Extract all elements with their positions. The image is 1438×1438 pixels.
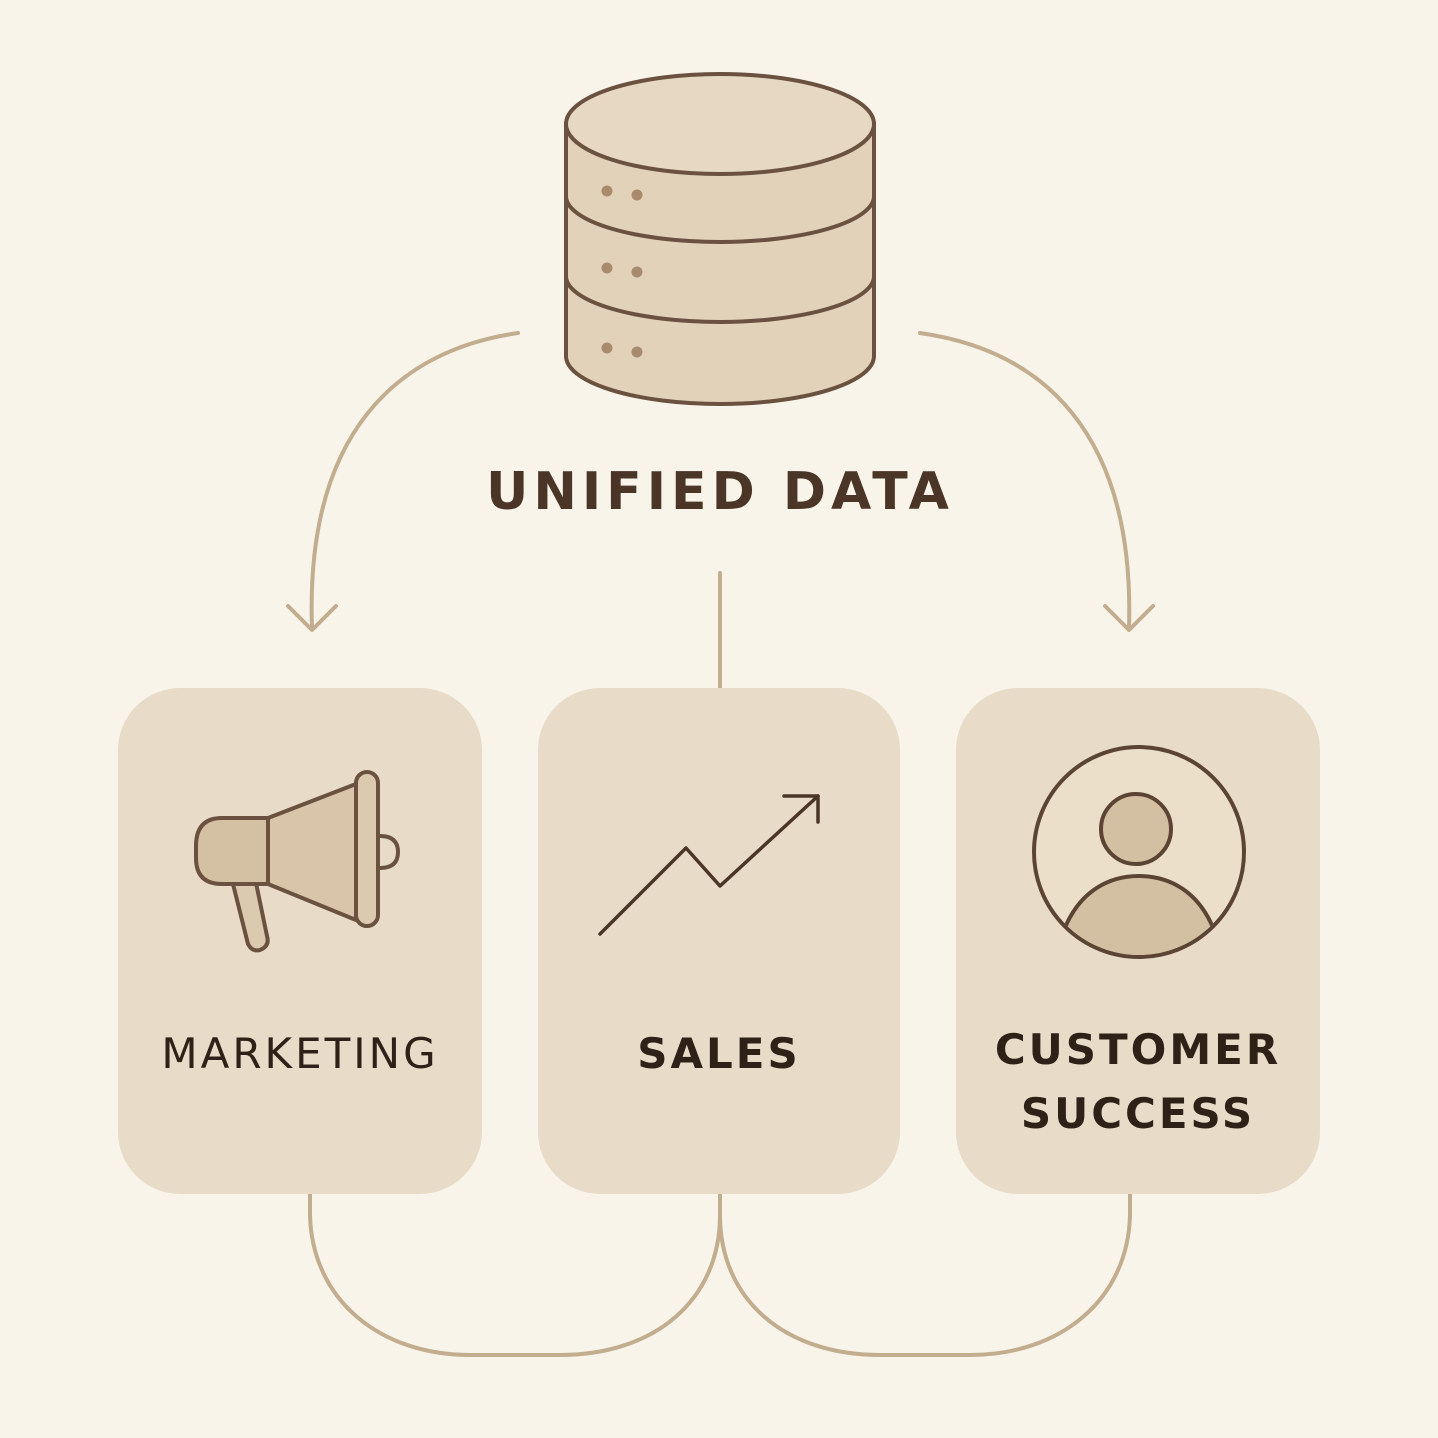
customer-success-label: CUSTOMER SUCCESS [994,1025,1282,1138]
bottom-loop-left [308,1193,722,1357]
arrow-to-marketing [309,331,520,630]
card-sales [538,688,900,1194]
card-marketing [118,688,482,1194]
megaphone-icon [194,770,400,953]
user-avatar-icon [1032,745,1246,959]
sales-label: SALES [637,1029,801,1078]
arrowhead-customer-success [1103,604,1155,632]
arrowhead-marketing [286,604,338,632]
trend-up-icon [598,794,820,936]
arrow-to-customer-success [918,331,1132,630]
database-icon [564,72,876,406]
bottom-loop-right [718,1193,1132,1357]
unified-data-label: UNIFIED DATA [486,462,954,522]
marketing-label: MARKETING [161,1029,439,1078]
